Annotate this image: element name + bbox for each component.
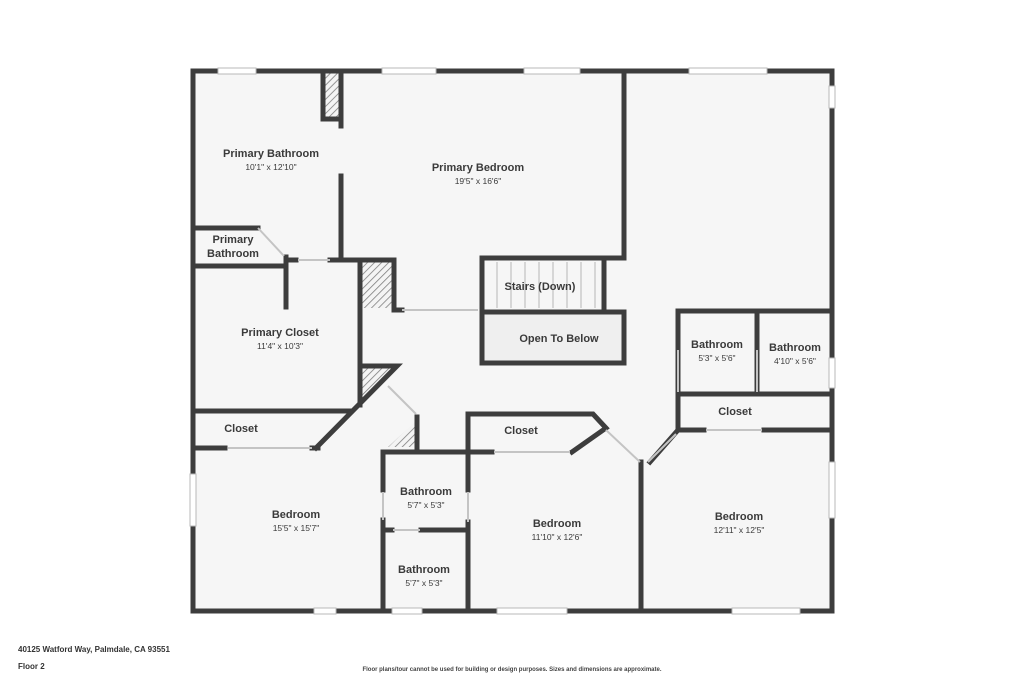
disclaimer-text: Floor plans/tour cannot be used for buil… — [362, 667, 662, 673]
primary-bedroom-name: Primary Bedroom — [432, 162, 525, 174]
closet-left-name: Closet — [224, 423, 258, 435]
bathroom-d-dims: 5'7" x 5'3" — [405, 578, 442, 588]
primary-bathroom-name: Primary Bathroom — [223, 148, 319, 160]
bedroom-left-name: Bedroom — [272, 509, 321, 521]
hatched-shaft-mid — [362, 262, 394, 308]
primary-bathroom-small-line2: Bathroom — [207, 248, 259, 260]
primary-closet-name: Primary Closet — [241, 327, 319, 339]
bathroom-c-dims: 5'7" x 5'3" — [407, 500, 444, 510]
bedroom-mid-dims: 11'10" x 12'6" — [532, 532, 583, 542]
stair-treads — [496, 262, 596, 308]
open-to-below-label: Open To Below — [519, 333, 599, 345]
primary-bedroom-dims: 19'5" x 16'6" — [455, 176, 502, 186]
address-text: 40125 Watford Way, Palmdale, CA 93551 — [18, 645, 170, 654]
stairs-label: Stairs (Down) — [505, 281, 576, 293]
primary-bathroom-dims: 10'1" x 12'10" — [245, 162, 296, 172]
bathroom-b-dims: 4'10" x 5'6" — [774, 356, 816, 366]
hatched-shaft-bottom — [388, 420, 417, 447]
bedroom-right-name: Bedroom — [715, 511, 764, 523]
bathroom-a-dims: 5'3" x 5'6" — [698, 353, 735, 363]
bathroom-b-name: Bathroom — [769, 342, 821, 354]
bedroom-right-dims: 12'11" x 12'5" — [714, 525, 765, 535]
closet-mid-name: Closet — [504, 425, 538, 437]
bedroom-left-dims: 15'5" x 15'7" — [273, 523, 320, 533]
open-to-below-void — [479, 309, 627, 366]
floor-label: Floor 2 — [18, 662, 45, 671]
hatched-shaft-top — [325, 73, 339, 117]
bathroom-a-name: Bathroom — [691, 339, 743, 351]
primary-closet-dims: 11'4" x 10'3" — [257, 341, 303, 351]
bathroom-c-name: Bathroom — [400, 486, 452, 498]
door-openings — [228, 227, 762, 531]
windows — [189, 67, 836, 615]
bathroom-d-name: Bathroom — [398, 564, 450, 576]
walls — [190, 68, 835, 614]
primary-bathroom-small-line1: Primary — [213, 234, 255, 246]
bedroom-mid-name: Bedroom — [533, 518, 582, 530]
closet-right-name: Closet — [718, 406, 752, 418]
room-labels: Primary Bathroom 10'1" x 12'10" Primary … — [207, 148, 821, 588]
